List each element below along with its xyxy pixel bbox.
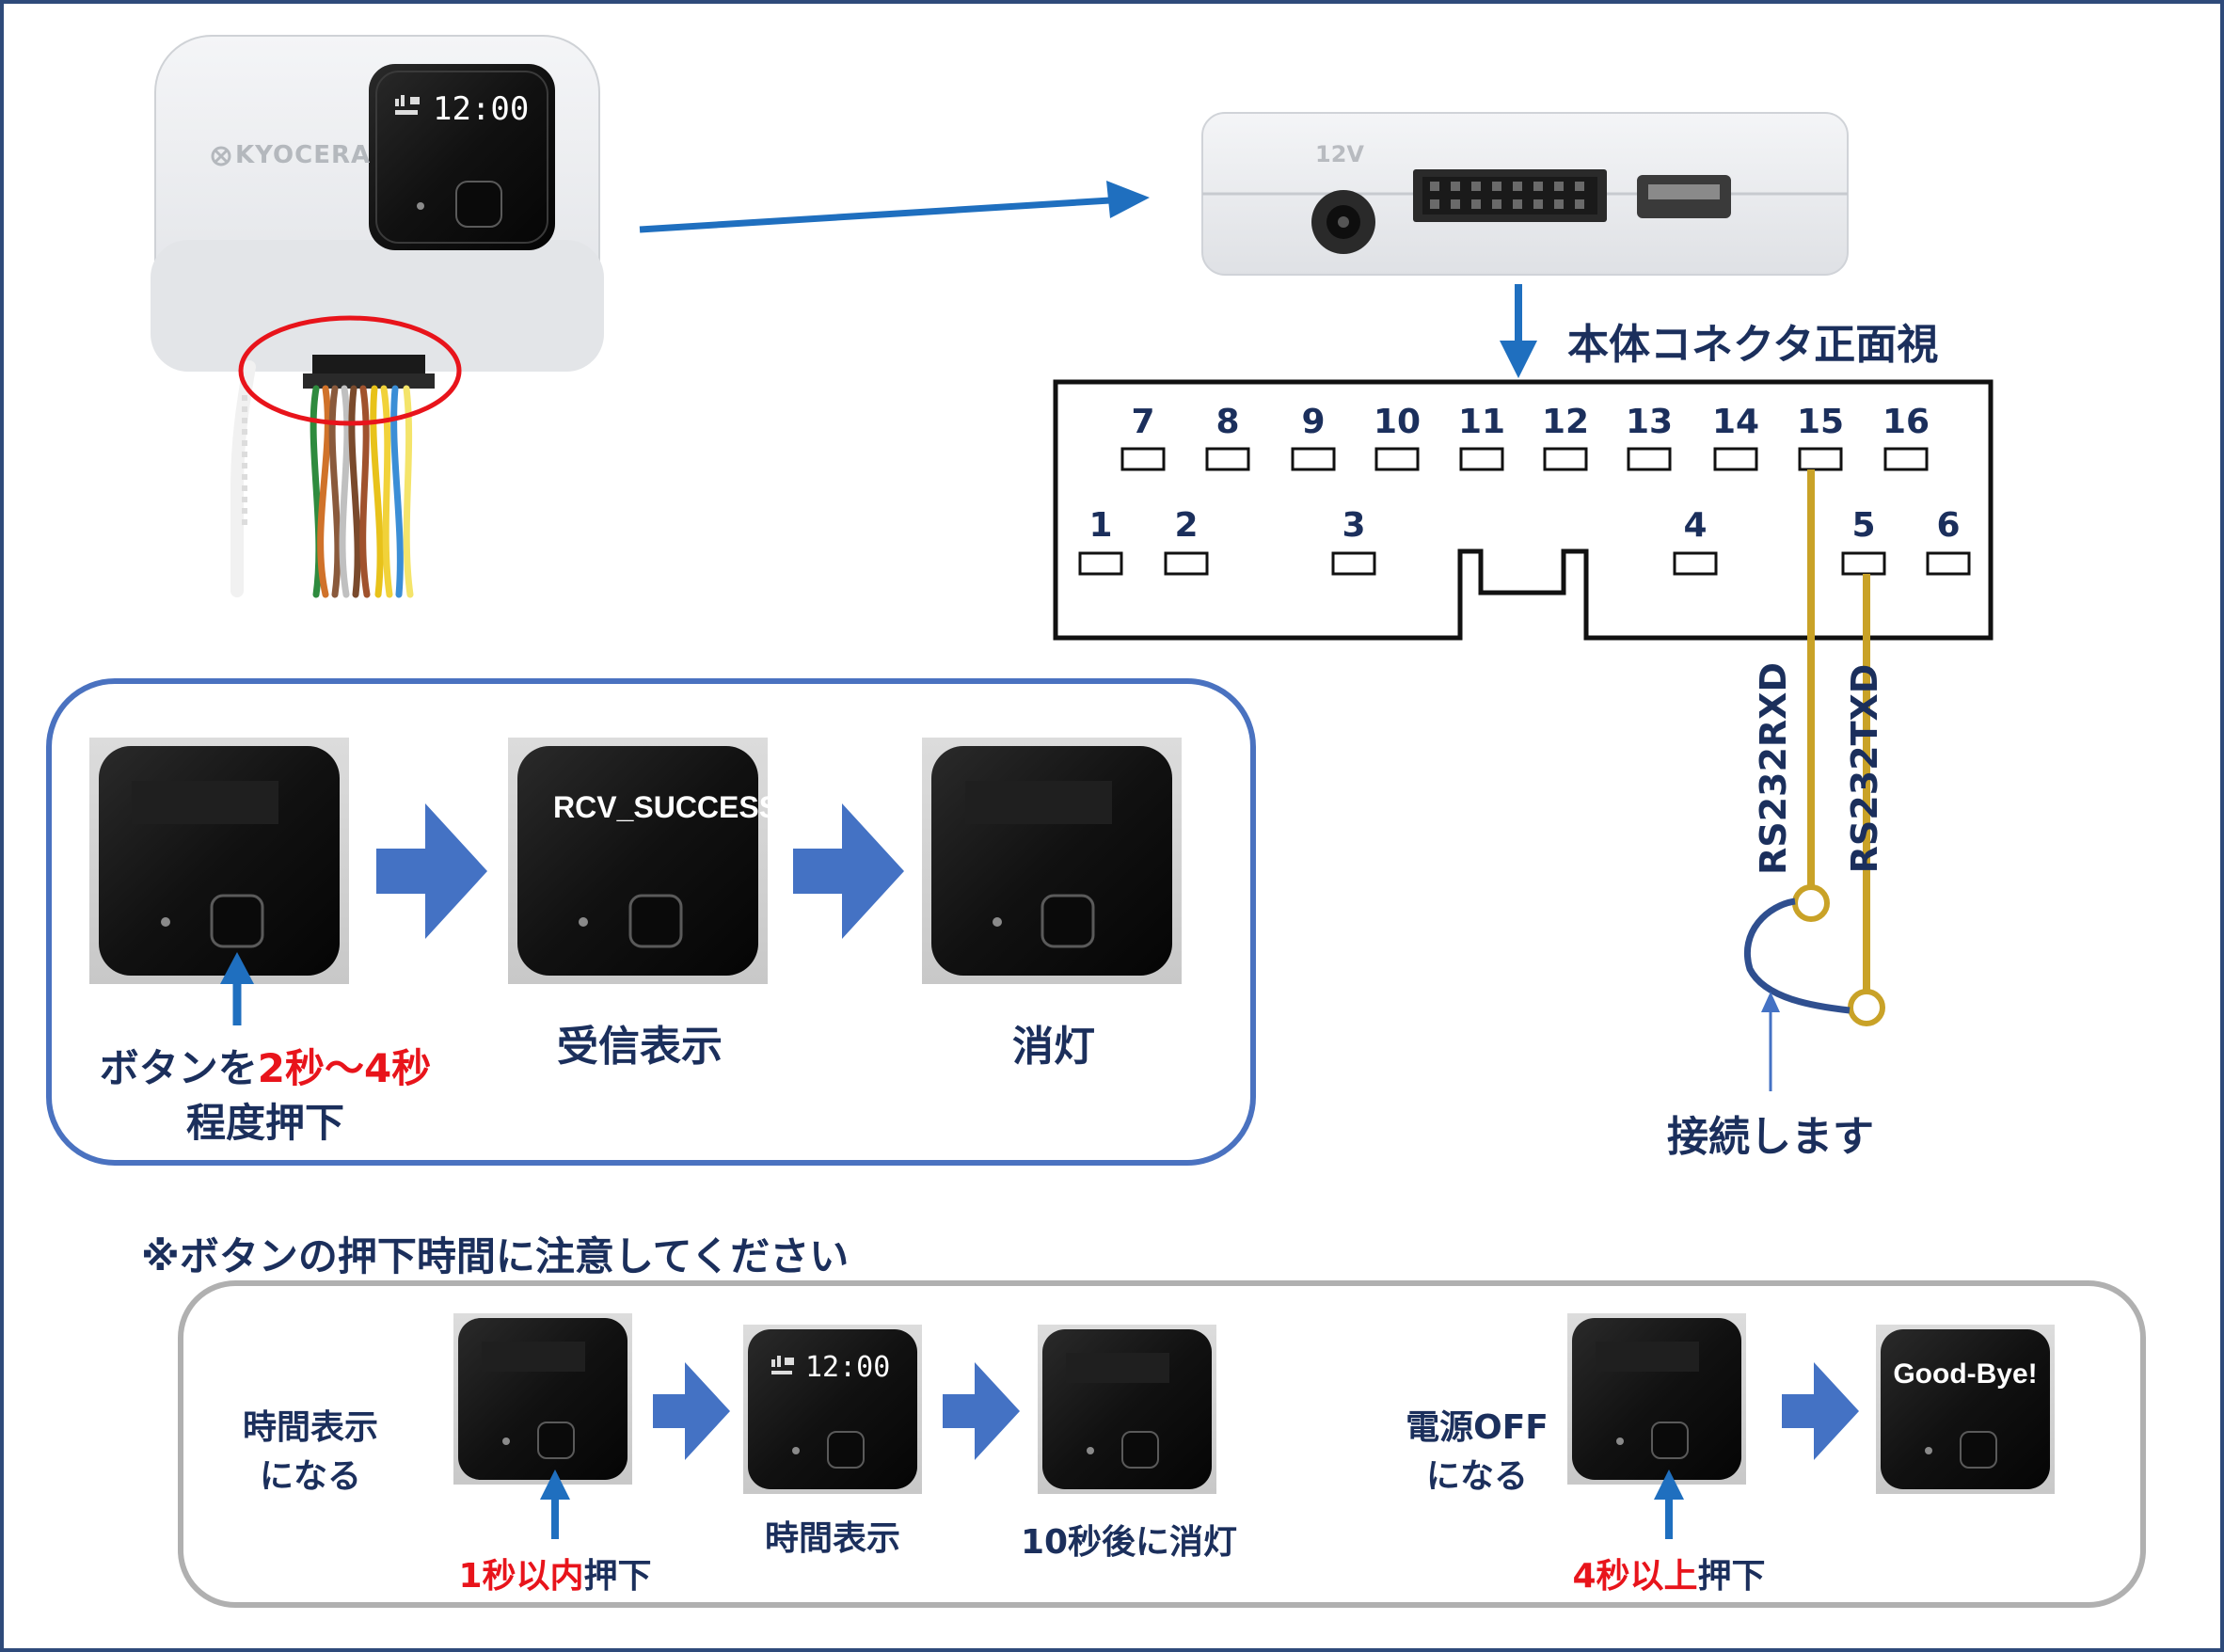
off-label: 消灯 <box>1012 1023 1095 1071</box>
kyocera-logo-icon <box>211 146 231 167</box>
time-line2: になる <box>259 1457 361 1496</box>
pin-label: 12 <box>1541 403 1590 441</box>
tile-goodbye <box>1876 1325 2055 1494</box>
pin-slots-bottom <box>1078 551 1971 576</box>
arrow-to-sideview <box>639 181 1150 233</box>
tile-auto-off <box>1038 1325 1216 1494</box>
device-button-icon <box>455 181 502 228</box>
time-line1: 時間表示 <box>242 1408 378 1447</box>
goodbye-screen: Good-Bye! <box>1893 1358 2038 1390</box>
long-press-label: 4秒以上押下 <box>1528 1549 1810 1597</box>
device-clock: 12:00 <box>433 90 530 128</box>
pin-label: 6 <box>1936 506 1961 545</box>
pin-label: 8 <box>1215 403 1240 441</box>
arrow-to-connector <box>1500 284 1537 378</box>
wire-rx-label: RS232RXD <box>1753 661 1794 876</box>
short-arrow-2 <box>943 1362 1020 1460</box>
press-pointer-arrow <box>220 952 254 1025</box>
device-image <box>151 35 604 598</box>
long-press-rest: 押下 <box>1697 1557 1766 1596</box>
device-tile-press <box>89 738 349 984</box>
long-press-red: 4秒以上 <box>1572 1557 1698 1596</box>
press-instruction: ボタンを2秒～4秒 <box>77 1037 453 1094</box>
device-tile-off <box>922 738 1182 984</box>
caution-note: ※ボタンの押下時間に注意してください <box>141 1233 850 1279</box>
pin-label: 15 <box>1796 403 1845 441</box>
short-press-rest: 押下 <box>583 1557 652 1596</box>
device-side-view <box>1201 112 1849 276</box>
receive-label: 受信表示 <box>557 1023 723 1071</box>
pin-label: 5 <box>1851 506 1876 545</box>
press-suffix: 程度押下 <box>185 1100 344 1146</box>
step-arrow-2 <box>793 803 904 939</box>
tile-short-press <box>453 1313 632 1485</box>
power-jack-icon <box>1311 190 1375 254</box>
connector-title: 本体コネクタ正面視 <box>1567 321 1939 369</box>
pin-label: 3 <box>1342 506 1366 545</box>
tile-clock <box>743 1325 922 1494</box>
pin-label: 2 <box>1174 506 1199 545</box>
short-press-label: 1秒以内押下 <box>414 1549 696 1597</box>
pin-label: 13 <box>1625 403 1674 441</box>
long-arrow <box>1782 1362 1859 1460</box>
short-press-red: 1秒以内 <box>458 1557 584 1596</box>
pin-label: 10 <box>1373 403 1422 441</box>
pin-header-icon <box>1413 169 1607 222</box>
wire-bundle <box>310 385 414 598</box>
press-prefix: ボタンを <box>99 1045 258 1091</box>
power-line2: になる <box>1425 1457 1528 1496</box>
pin-label: 4 <box>1683 506 1708 545</box>
pin-label: 1 <box>1088 506 1113 545</box>
step-arrow-1 <box>376 803 487 939</box>
power-line1: 電源OFF <box>1406 1408 1549 1447</box>
rs232-wires <box>1744 469 1885 1091</box>
connector-diagram <box>1053 379 1994 641</box>
pin-slots-top <box>1120 447 1929 471</box>
tile-long-press <box>1567 1313 1746 1485</box>
pin-label: 11 <box>1457 403 1506 441</box>
short-press-pointer <box>540 1469 570 1539</box>
pin-label: 14 <box>1711 403 1760 441</box>
short-arrow-1 <box>653 1362 730 1460</box>
wire-tx-label: RS232TXD <box>1844 663 1885 874</box>
pin-label: 7 <box>1131 403 1155 441</box>
usb-port-icon <box>1637 175 1731 218</box>
device-tile-receive <box>508 738 768 984</box>
power-label: 12V <box>1315 141 1364 167</box>
auto-off-label: 10秒後に消灯 <box>1020 1523 1238 1562</box>
screen-rcv-success: RCV_SUCCESS <box>553 790 780 824</box>
clock-label: 時間表示 <box>764 1519 900 1558</box>
pin-label: 16 <box>1882 403 1930 441</box>
press-duration: 2秒～4秒 <box>257 1045 432 1091</box>
device-brand: KYOCERA <box>235 141 372 169</box>
pin-label: 9 <box>1301 403 1326 441</box>
connect-label: 接続します <box>1667 1113 1874 1161</box>
long-press-pointer <box>1654 1469 1684 1539</box>
clock-screen: 12:00 <box>805 1351 891 1384</box>
status-icons <box>395 95 420 115</box>
